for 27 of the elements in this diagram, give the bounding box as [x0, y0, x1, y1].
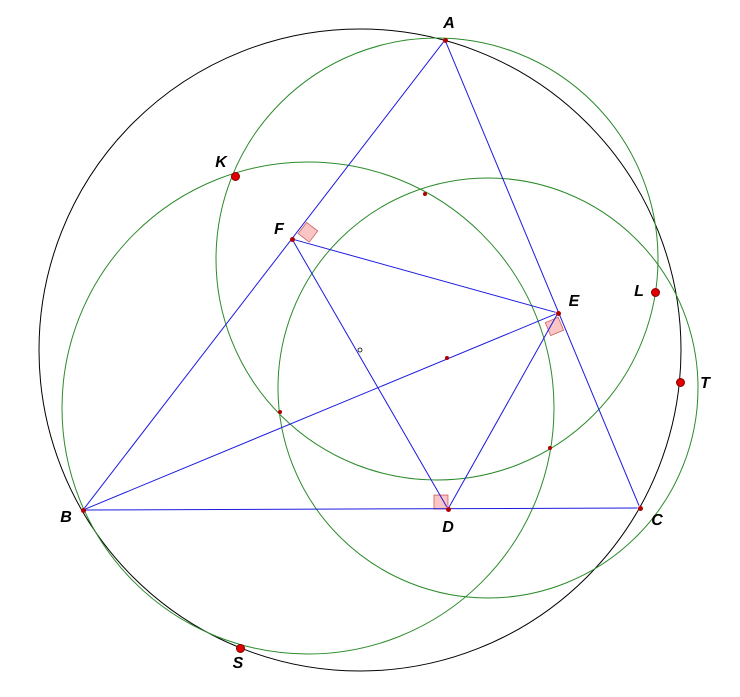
point	[446, 506, 450, 512]
point	[80, 508, 86, 512]
line-segment	[445, 42, 640, 506]
line-segment	[84, 41, 444, 509]
point-label: S	[232, 655, 244, 673]
line-segment	[84, 313, 556, 510]
point-label: K	[215, 154, 227, 172]
point	[442, 38, 448, 42]
point-label: L	[634, 283, 644, 301]
point-label: D	[442, 519, 454, 537]
line-segment	[292, 240, 448, 508]
line-segment	[294, 239, 556, 313]
point-label: B	[60, 509, 72, 527]
point-label: E	[568, 293, 580, 311]
point	[638, 506, 642, 510]
point	[650, 288, 660, 296]
point	[676, 378, 684, 386]
point	[290, 236, 294, 242]
point	[230, 172, 240, 180]
line-segment	[85, 508, 638, 510]
line-segment	[448, 314, 558, 508]
point-label: F	[274, 221, 284, 239]
point	[236, 644, 244, 652]
point-label: T	[700, 375, 710, 393]
point	[556, 310, 560, 316]
point-label: A	[443, 15, 455, 33]
point-label: C	[651, 512, 663, 530]
